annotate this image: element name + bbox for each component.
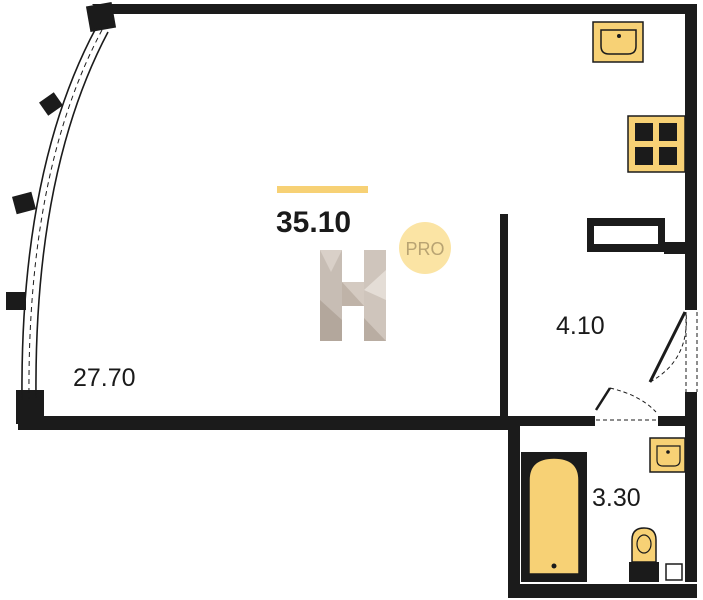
wall-bath-top-right <box>658 416 697 426</box>
wall-bath-left <box>508 416 520 598</box>
wall-bath-top-left <box>515 416 595 426</box>
window-mullion <box>6 292 26 310</box>
room-area-hall: 4.10 <box>556 312 605 340</box>
room-area-living: 27.70 <box>73 364 136 392</box>
bath-door <box>594 387 657 421</box>
wall-bottom-living <box>18 416 515 430</box>
wall-stub <box>664 242 686 254</box>
total-area: 35.10 <box>276 206 351 239</box>
wall-corner-bottom <box>16 390 44 424</box>
window-mullion <box>39 92 63 116</box>
wall-top <box>92 4 697 14</box>
curved-window <box>21 27 109 401</box>
walls <box>6 1 697 598</box>
pro-badge-label: PRO <box>405 239 444 259</box>
wall-right-lower <box>685 392 697 582</box>
wall-corner-top <box>85 1 117 33</box>
entrance-door <box>648 311 698 392</box>
stove-icon <box>627 115 686 173</box>
window-mullion <box>12 191 36 215</box>
closet-icon <box>587 218 665 252</box>
toilet-icon <box>629 527 683 582</box>
wall-right-upper <box>685 4 697 310</box>
sink-icon <box>592 21 644 63</box>
pro-badge <box>399 222 451 274</box>
bathtub-icon <box>521 452 587 582</box>
bath-sink-icon <box>649 437 686 473</box>
wall-bath-bottom <box>508 584 697 598</box>
total-area-underline <box>277 186 368 193</box>
logo-h-icon <box>320 250 386 341</box>
wall-partition <box>500 214 508 418</box>
room-area-bath: 3.30 <box>592 484 641 512</box>
